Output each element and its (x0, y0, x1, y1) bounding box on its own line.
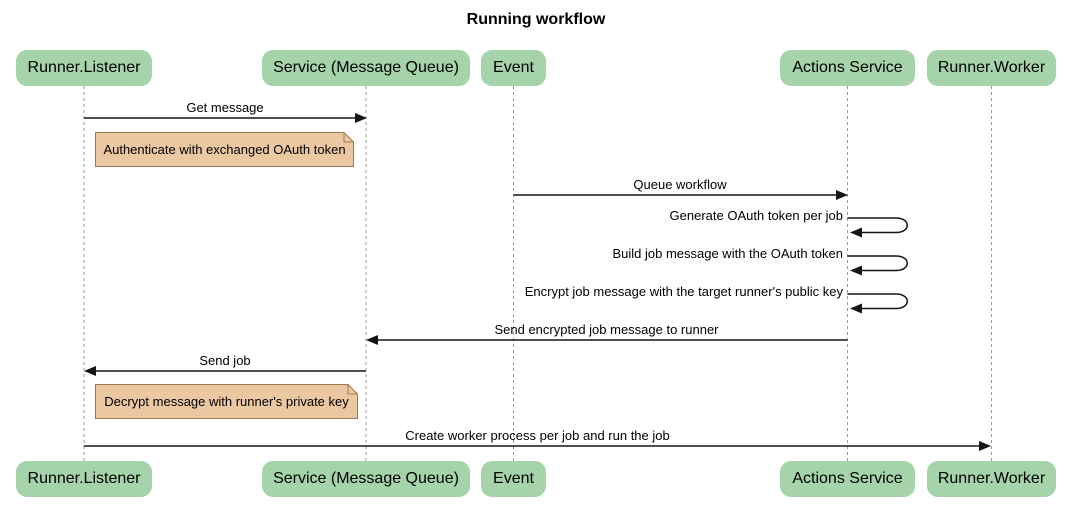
message-label-build-job-message: Build job message with the OAuth token (612, 246, 843, 261)
message-label-get-message: Get message (186, 100, 264, 115)
actor-top-event: Event (481, 50, 546, 86)
note-authenticate: Authenticate with exchanged OAuth token (103, 141, 346, 157)
message-label-send-encrypted-job-message: Send encrypted job message to runner (494, 322, 719, 337)
note-shape-decrypt (95, 384, 358, 419)
note-decrypt: Decrypt message with runner's private ke… (104, 393, 349, 409)
message-label-queue-workflow: Queue workflow (633, 177, 727, 192)
actor-top-runner-worker: Runner.Worker (927, 50, 1056, 86)
diagram-title: Running workflow (466, 11, 606, 28)
message-label-create-worker-process: Create worker process per job and run th… (405, 428, 670, 443)
actor-bottom-runner-listener: Runner.Listener (16, 461, 152, 497)
note-fold-icon (343, 132, 354, 143)
self-arrow-encrypt-job-message (847, 293, 908, 314)
message-label-send-job: Send job (199, 353, 251, 368)
note-fold-icon (347, 384, 358, 395)
actor-top-actions-service: Actions Service (780, 50, 915, 86)
self-arrow-generate-oauth-token (847, 217, 908, 238)
actor-bottom-runner-worker: Runner.Worker (927, 461, 1056, 497)
note-shape-authenticate (95, 132, 354, 167)
message-label-encrypt-job-message: Encrypt job message with the target runn… (524, 284, 843, 299)
actor-top-runner-listener: Runner.Listener (16, 50, 152, 86)
actor-bottom-actions-service: Actions Service (780, 461, 915, 497)
self-arrow-build-job-message (847, 255, 908, 276)
actor-top-service-message-queue: Service (Message Queue) (262, 50, 470, 86)
message-label-generate-oauth-token: Generate OAuth token per job (669, 208, 843, 223)
actor-bottom-event: Event (481, 461, 546, 497)
actor-bottom-service-message-queue: Service (Message Queue) (262, 461, 470, 497)
